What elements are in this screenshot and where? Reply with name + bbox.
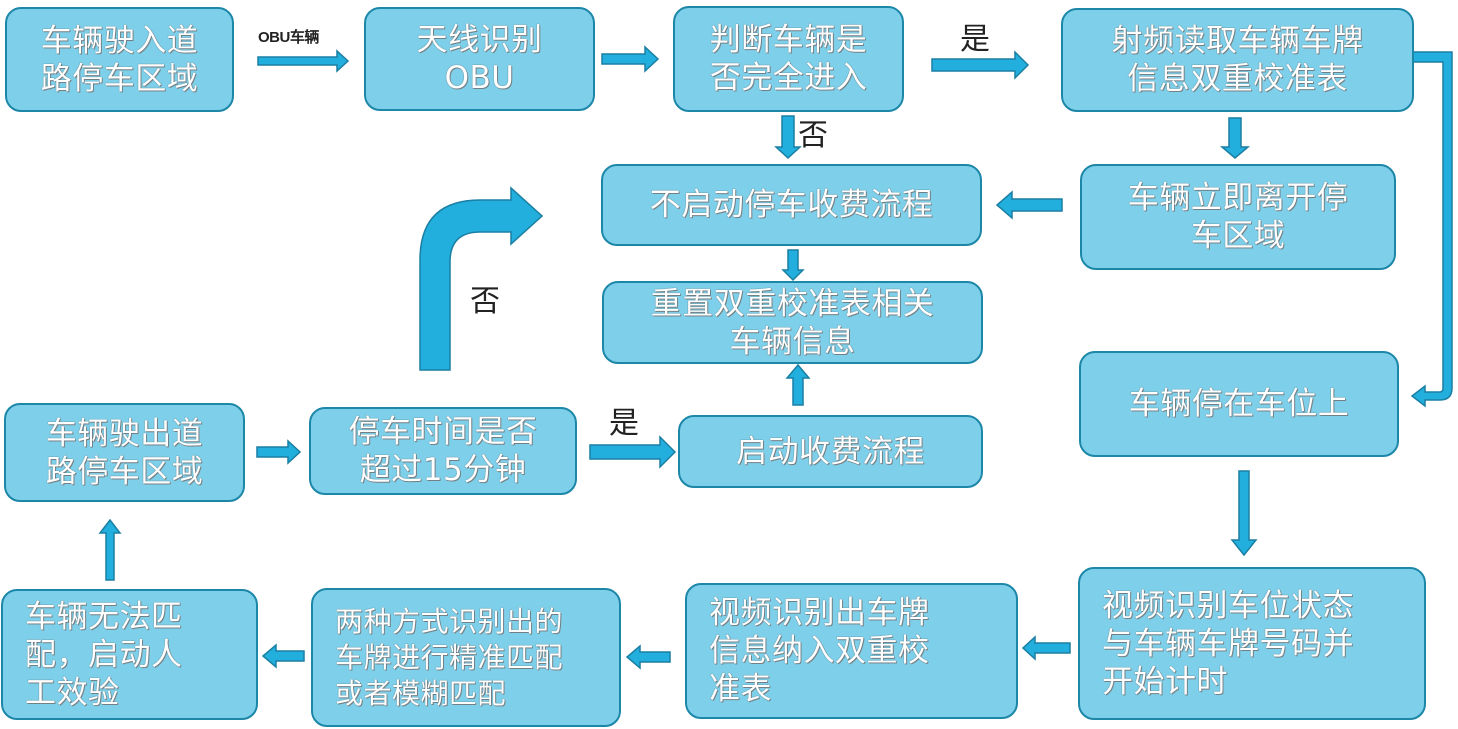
arrow-left-icon <box>1021 635 1071 661</box>
arrow-right-icon <box>589 435 677 469</box>
node-exit-area: 车辆驶出道 路停车区域 <box>4 403 245 502</box>
arrow-left-icon <box>261 643 305 669</box>
arrow-right-icon <box>256 439 302 465</box>
node-start-charge: 启动收费流程 <box>678 415 983 488</box>
node-reset-table: 重置双重校准表相关 车辆信息 <box>602 281 983 364</box>
label-yes: 是 <box>960 22 990 57</box>
arrow-up-icon <box>785 363 811 406</box>
arrow-right-icon <box>257 49 350 73</box>
arrow-down-icon <box>781 249 805 282</box>
label-yes: 是 <box>609 406 639 441</box>
arrow-left-icon <box>625 644 671 670</box>
node-video-plate: 视频识别出车牌 信息纳入双重校 准表 <box>685 583 1018 719</box>
label-no: 否 <box>470 284 500 319</box>
node-parked: 车辆停在车位上 <box>1079 351 1399 457</box>
node-video-status: 视频识别车位状态 与车辆车牌号码并 开始计时 <box>1078 567 1426 720</box>
arrow-right-icon <box>931 50 1030 80</box>
node-leave-immediately: 车辆立即离开停 车区域 <box>1080 164 1396 270</box>
arrow-right-icon <box>601 45 660 73</box>
arrow-left-icon <box>995 190 1063 220</box>
node-enter-area: 车辆驶入道 路停车区域 <box>5 7 234 112</box>
arrow-up-icon <box>98 518 122 581</box>
node-no-charge: 不启动停车收费流程 <box>601 164 982 246</box>
label-obu-vehicle: OBU车辆 <box>258 29 319 46</box>
node-check-fully-entered: 判断车辆是 否完全进入 <box>673 6 904 112</box>
label-no: 否 <box>798 118 828 153</box>
curved-arrow-icon <box>419 186 544 371</box>
arrow-down-icon <box>1219 117 1251 159</box>
node-rf-read-plate: 射频读取车辆车牌 信息双重校准表 <box>1061 8 1414 112</box>
node-over-15-minutes: 停车时间是否 超过15分钟 <box>309 407 577 495</box>
connector-arrow-icon <box>1410 51 1453 408</box>
node-match: 两种方式识别出的 车牌进行精准匹配 或者模糊匹配 <box>311 588 621 727</box>
node-manual-check: 车辆无法匹 配，启动人 工效验 <box>1 589 258 720</box>
arrow-down-icon <box>774 115 802 160</box>
arrow-down-icon <box>1230 470 1258 557</box>
node-antenna-identify: 天线识别 OBU <box>364 7 595 111</box>
